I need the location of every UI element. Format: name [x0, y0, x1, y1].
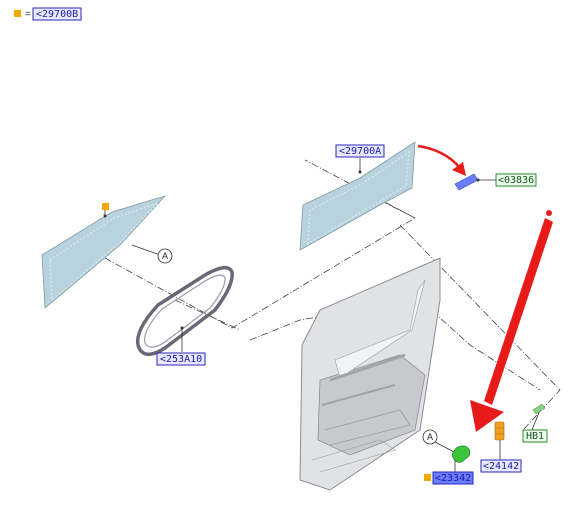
lock-part[interactable]: [451, 445, 471, 463]
right-glass[interactable]: [299, 141, 416, 251]
clip-label: <03836: [498, 175, 534, 186]
hb1-label: HB1: [526, 431, 544, 442]
callout-a-upper-label: A: [162, 251, 168, 261]
clip-part[interactable]: [454, 173, 479, 191]
red-pointer-arrow: [470, 210, 553, 432]
legend-code-box[interactable]: [32, 7, 82, 21]
latch-part[interactable]: [494, 421, 505, 441]
callout-a-lower-label: A: [427, 432, 433, 442]
left-glass-marker: [102, 203, 109, 210]
legend-equals: =: [25, 9, 31, 20]
latch-label: <24142: [483, 461, 519, 472]
left-glass[interactable]: [41, 195, 167, 309]
right-glass-label-box[interactable]: [335, 144, 385, 158]
red-curve-arrow: [417, 144, 461, 169]
door-panel[interactable]: [299, 257, 441, 491]
right-glass-label: <29700A: [339, 146, 381, 157]
latch-label-box[interactable]: [480, 459, 522, 473]
lock-label: <23342: [435, 473, 471, 484]
legend-code: <29700B: [36, 9, 78, 20]
lock-label-box[interactable]: [432, 471, 474, 485]
hb1-label-box[interactable]: [522, 429, 548, 443]
callout-a-lower[interactable]: [422, 429, 438, 445]
legend-marker: [14, 10, 21, 17]
seal-label-box[interactable]: [156, 352, 206, 366]
seal-label: <253A10: [160, 354, 202, 365]
hb1-part[interactable]: [532, 403, 546, 415]
clip-label-box[interactable]: [495, 173, 537, 187]
window-seal[interactable]: [135, 265, 234, 356]
lock-legend-marker: [424, 474, 431, 481]
callout-a-upper[interactable]: [157, 248, 173, 264]
